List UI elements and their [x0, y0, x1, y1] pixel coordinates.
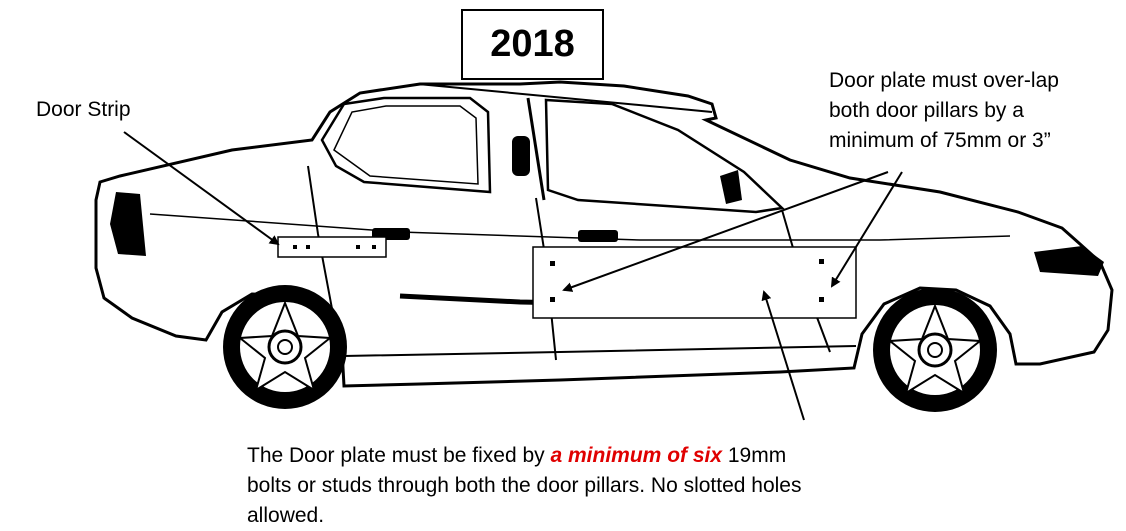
door-strip-label: Door Strip [36, 95, 131, 125]
year-label-box: 2018 [461, 9, 604, 80]
door-plate-bolt [819, 259, 824, 264]
door-strip-bolt [293, 245, 297, 249]
door-plate-bolt [550, 261, 555, 266]
note-text: 19mm [722, 444, 786, 467]
door-plate-bolt [550, 297, 555, 302]
rear-headrest [512, 136, 530, 176]
overlap-note-line: both door pillars by a [829, 96, 1119, 126]
door-plate-bolt [819, 297, 824, 302]
overlap-note-line: Door plate must over-lap [829, 66, 1119, 96]
note-line-2: bolts or studs through both the door pil… [247, 471, 867, 501]
year-label: 2018 [490, 23, 575, 66]
door-strip-bolt [356, 245, 360, 249]
note-text: The Door plate must be fixed by [247, 444, 551, 467]
door-strip-bolt [372, 245, 376, 249]
door-plate [533, 247, 856, 318]
fixing-requirement-note: The Door plate must be fixed by a minimu… [247, 441, 867, 531]
front-wheel [873, 288, 997, 412]
front-door-handle [578, 230, 618, 242]
door-strip-bolt [306, 245, 310, 249]
overlap-note-line: minimum of 75mm or 3” [829, 126, 1119, 156]
note-line-1: The Door plate must be fixed by a minimu… [247, 441, 867, 471]
overlap-note: Door plate must over-lap both door pilla… [829, 66, 1119, 156]
rear-wheel [223, 285, 347, 409]
note-line-3: allowed. [247, 501, 867, 531]
note-emphasis: a minimum of six [551, 444, 723, 467]
